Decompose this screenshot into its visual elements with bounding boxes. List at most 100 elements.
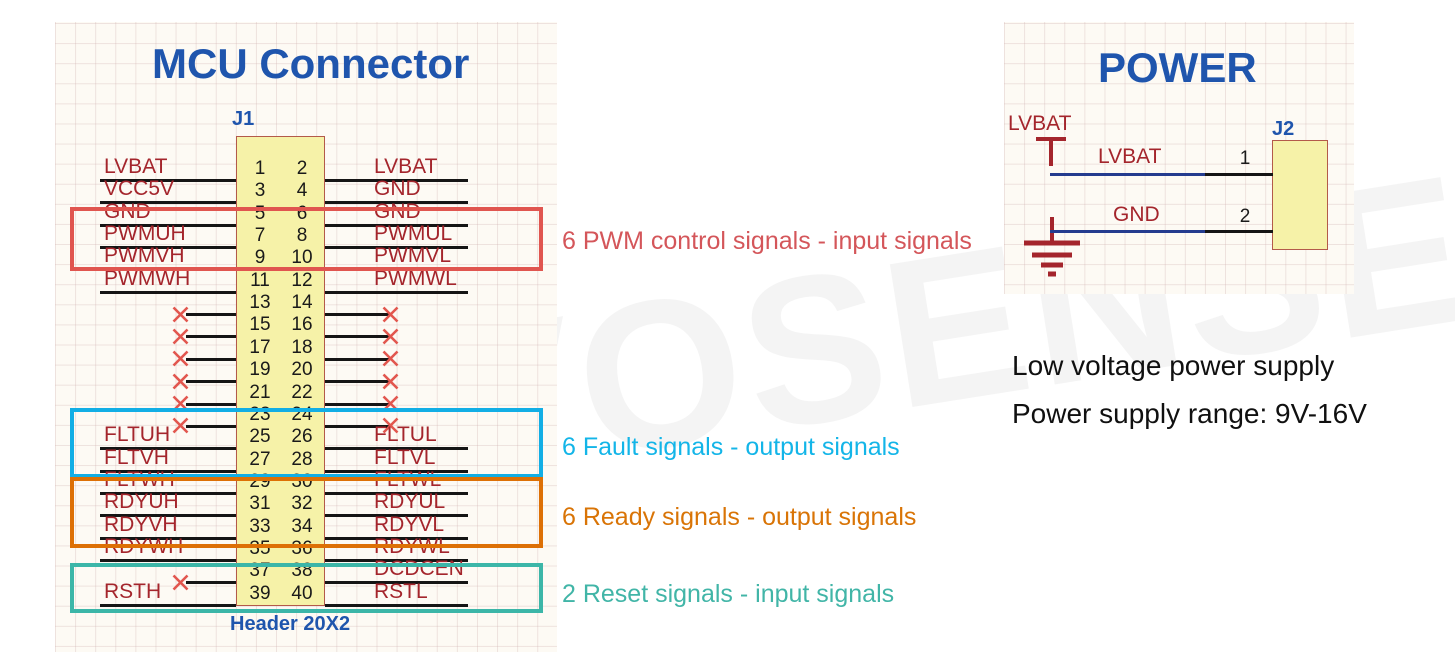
- j1-wire-left-37: [186, 581, 236, 585]
- group-box-ready: [70, 477, 543, 548]
- j1-pin-number-9: 9: [254, 247, 266, 269]
- j1-wire-right-12: [325, 290, 468, 294]
- j1-net-label-right-26: FLTUL: [374, 423, 437, 447]
- j2-wire-black-1: [1205, 173, 1273, 176]
- j1-wire-left-25: [100, 447, 236, 451]
- j1-wire-left-23: [186, 424, 236, 428]
- j1-pin-number-32: 32: [291, 493, 313, 515]
- j1-pin-number-4: 4: [296, 180, 308, 202]
- j1-wire-right-2: [325, 179, 468, 182]
- j1-wire-left-31: [100, 514, 236, 518]
- j1-pin-number-6: 6: [296, 202, 308, 224]
- j1-wire-right-32: [325, 514, 468, 518]
- j1-part-label: Header 20X2: [230, 613, 351, 635]
- j1-wire-left-29: [100, 491, 236, 495]
- j1-pin-number-21: 21: [249, 381, 271, 403]
- j1-wire-right-22: [325, 402, 390, 406]
- j1-net-label-left-5: GND: [104, 199, 151, 223]
- j1-pin-number-39: 39: [249, 582, 271, 604]
- j1-pin-number-10: 10: [291, 247, 313, 269]
- j1-net-label-left-33: RDYVH: [104, 512, 178, 536]
- annotation-pwm: 6 PWM control signals - input signals: [562, 227, 972, 255]
- j1-pin-number-40: 40: [291, 582, 313, 604]
- j1-pin-number-8: 8: [296, 225, 308, 247]
- power-title: POWER: [1098, 44, 1257, 91]
- j1-connector-body: [236, 136, 325, 606]
- j1-pin-number-33: 33: [249, 515, 271, 537]
- j1-pin-number-25: 25: [249, 426, 271, 448]
- j1-net-label-right-6: GND: [374, 199, 421, 223]
- ground-symbol-icon: [1024, 217, 1080, 277]
- j1-pin-number-5: 5: [254, 202, 266, 224]
- j2-wire-black-2: [1205, 230, 1273, 233]
- j2-pin-number-2: 2: [1239, 206, 1251, 227]
- annotation-ready: 6 Ready signals - output signals: [562, 503, 917, 531]
- j1-net-label-left-11: PWMWH: [104, 266, 191, 290]
- j1-pin-number-3: 3: [254, 180, 266, 202]
- j1-net-label-right-40: RSTL: [374, 579, 428, 603]
- no-connect-x-icon-right-20: [382, 373, 399, 390]
- j1-pin-number-16: 16: [291, 314, 313, 336]
- j1-refdes-label: J1: [232, 108, 255, 130]
- no-connect-x-icon-left-17: [172, 350, 189, 367]
- j1-wire-left-21: [186, 402, 236, 406]
- j1-net-label-left-31: RDYUH: [104, 490, 179, 514]
- j1-net-label-left-39: RSTH: [104, 579, 162, 603]
- no-connect-x-icon-left-37: [172, 574, 189, 591]
- j1-net-label-right-12: PWMWL: [374, 266, 457, 290]
- group-box-reset: [70, 563, 543, 613]
- j1-pin-number-18: 18: [291, 336, 313, 358]
- j1-pin-number-20: 20: [291, 359, 313, 381]
- j1-pin-number-27: 27: [249, 448, 271, 470]
- j1-net-label-right-4: GND: [374, 177, 421, 201]
- j1-pin-number-2: 2: [296, 158, 308, 179]
- j1-wire-left-15: [186, 335, 236, 339]
- j1-pin-number-14: 14: [291, 292, 313, 314]
- power-grid-panel: [1004, 22, 1354, 294]
- mcu-connector-title: MCU Connector: [152, 40, 470, 87]
- j1-pin-number-7: 7: [254, 225, 266, 247]
- j1-wire-right-14: [325, 313, 390, 317]
- j1-net-label-left-9: PWMVH: [104, 244, 185, 268]
- j1-net-label-right-34: RDYVL: [374, 512, 445, 536]
- j2-net-label-1: LVBAT: [1098, 145, 1162, 168]
- power-description-line-1: Low voltage power supply: [1012, 350, 1335, 381]
- j1-pin-number-34: 34: [291, 515, 313, 537]
- annotation-fault: 6 Fault signals - output signals: [562, 433, 900, 461]
- j1-pin-number-26: 26: [291, 426, 313, 448]
- j1-wire-left-11: [100, 290, 236, 294]
- j1-pin-number-19: 19: [249, 359, 271, 381]
- annotation-reset: 2 Reset signals - input signals: [562, 580, 895, 608]
- j1-wire-left-27: [100, 469, 236, 473]
- j1-net-label-left-25: FLTUH: [104, 423, 171, 447]
- j1-pin-number-1: 1: [254, 158, 266, 179]
- no-connect-x-icon-right-14: [382, 306, 399, 323]
- j1-wire-right-30: [325, 491, 468, 495]
- power-description-line-2: Power supply range: 9V-16V: [1012, 398, 1367, 429]
- no-connect-x-icon-right-16: [382, 328, 399, 345]
- j1-wire-left-17: [186, 357, 236, 361]
- no-connect-x-icon-left-15: [172, 328, 189, 345]
- no-connect-x-icon-right-24: [382, 417, 399, 434]
- j2-wire-blue-1: [1050, 173, 1210, 176]
- j1-wire-right-4: [325, 201, 468, 205]
- j1-net-label-right-28: FLTVL: [374, 445, 436, 469]
- j1-wire-right-36: [325, 558, 468, 562]
- j1-net-label-right-32: RDYUL: [374, 490, 446, 514]
- group-box-fault: [70, 408, 543, 478]
- j1-wire-left-7: [100, 246, 236, 250]
- j1-pin-number-31: 31: [249, 493, 271, 515]
- j2-connector-body: [1272, 140, 1328, 250]
- j1-wire-right-18: [325, 357, 390, 361]
- j1-pin-number-13: 13: [249, 292, 271, 314]
- j1-pin-number-17: 17: [249, 336, 271, 358]
- j1-net-label-right-2: LVBAT: [374, 155, 438, 178]
- j1-pin-number-28: 28: [291, 448, 313, 470]
- j1-wire-left-35: [100, 558, 236, 562]
- no-connect-x-icon-left-13: [172, 306, 189, 323]
- j1-net-label-left-3: VCC5V: [104, 177, 175, 201]
- j1-wire-right-6: [325, 223, 468, 227]
- j1-net-label-right-10: PWMVL: [374, 244, 452, 268]
- no-connect-x-icon-left-23: [172, 417, 189, 434]
- j1-wire-left-5: [100, 223, 236, 227]
